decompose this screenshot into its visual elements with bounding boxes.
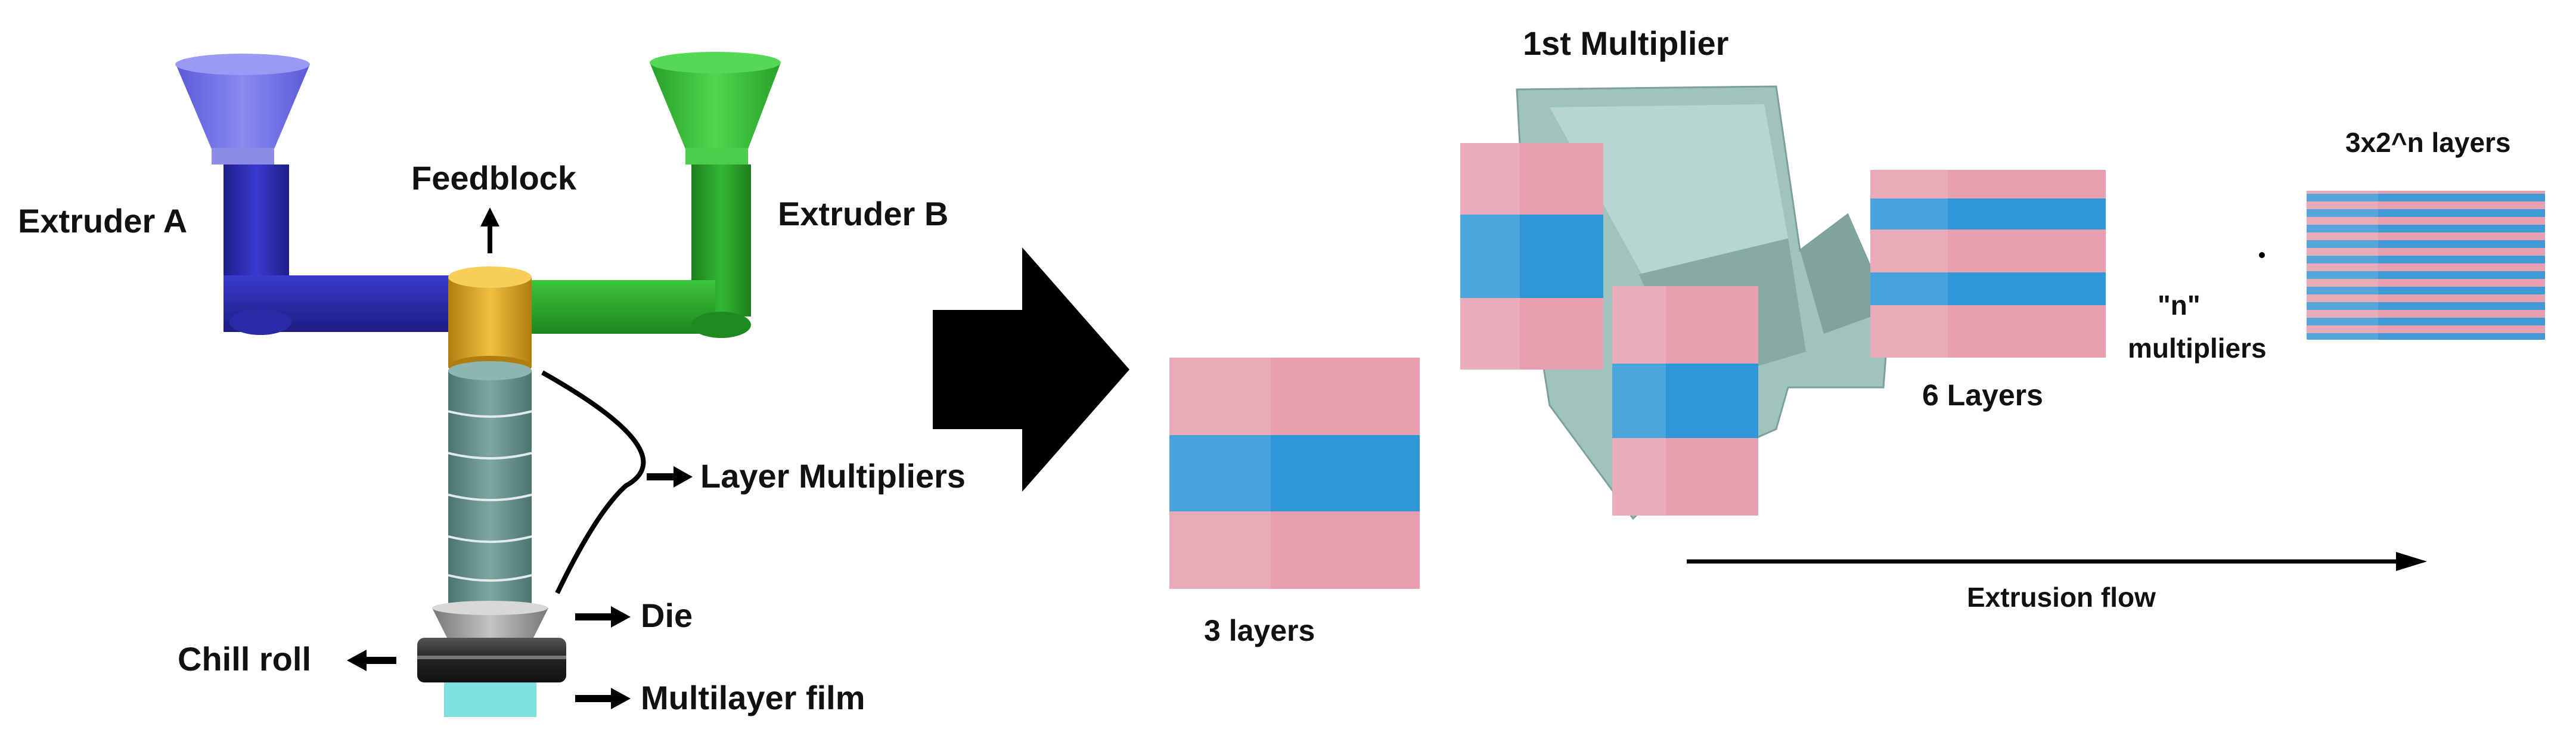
chill-roll-arrow <box>347 650 396 671</box>
label-three-layers: 3 layers <box>1204 614 1315 647</box>
final-multilayer-block <box>2307 191 2545 340</box>
extruder-a-hopper <box>176 64 310 149</box>
extruder-a <box>175 54 471 335</box>
final-block-highlight <box>2307 191 2378 340</box>
extruder-b-pipe <box>519 280 715 334</box>
label-die: Die <box>641 597 693 634</box>
multilayer-film-arrow <box>575 688 631 709</box>
extruder-b <box>519 52 781 338</box>
label-extrusion-flow: Extrusion flow <box>1967 582 2156 613</box>
feedblock-arrow <box>480 207 499 253</box>
label-six-layers: 6 Layers <box>1922 378 2043 412</box>
first-multiplier-block <box>1460 85 1891 520</box>
multiplier-column <box>448 361 532 608</box>
three-layer-block <box>1169 358 1420 589</box>
die <box>432 601 548 638</box>
dot-marker <box>2259 252 2265 258</box>
extruder-b-hopper <box>650 63 781 149</box>
label-feedblock: Feedblock <box>411 159 577 197</box>
label-chill-roll: Chill roll <box>178 640 311 678</box>
label-n-multipliers-quote: "n" <box>2158 290 2201 321</box>
multiplier-bracket <box>541 370 646 594</box>
feedblock-cylinder <box>448 266 532 377</box>
multilayer-film <box>444 682 536 717</box>
chill-roll <box>417 638 566 682</box>
layer-multipliers-arrow <box>647 466 693 488</box>
extruder-a-hopper-rim <box>175 54 310 75</box>
label-extruder-b: Extruder B <box>778 195 948 232</box>
label-first-multiplier: 1st Multiplier <box>1523 24 1728 62</box>
extrusion-flow-arrow <box>1687 552 2427 571</box>
label-n-multipliers: multipliers <box>2128 333 2267 364</box>
process-arrow <box>933 247 1129 492</box>
label-extruder-a: Extruder A <box>18 202 187 240</box>
label-layer-multipliers: Layer Multipliers <box>700 457 966 495</box>
six-layer-block <box>1870 170 2106 358</box>
die-arrow <box>575 606 631 628</box>
extruder-b-hopper-rim <box>650 52 781 73</box>
label-multilayer-film: Multilayer film <box>641 679 865 716</box>
label-final-layers: 3x2^n layers <box>2345 127 2511 158</box>
